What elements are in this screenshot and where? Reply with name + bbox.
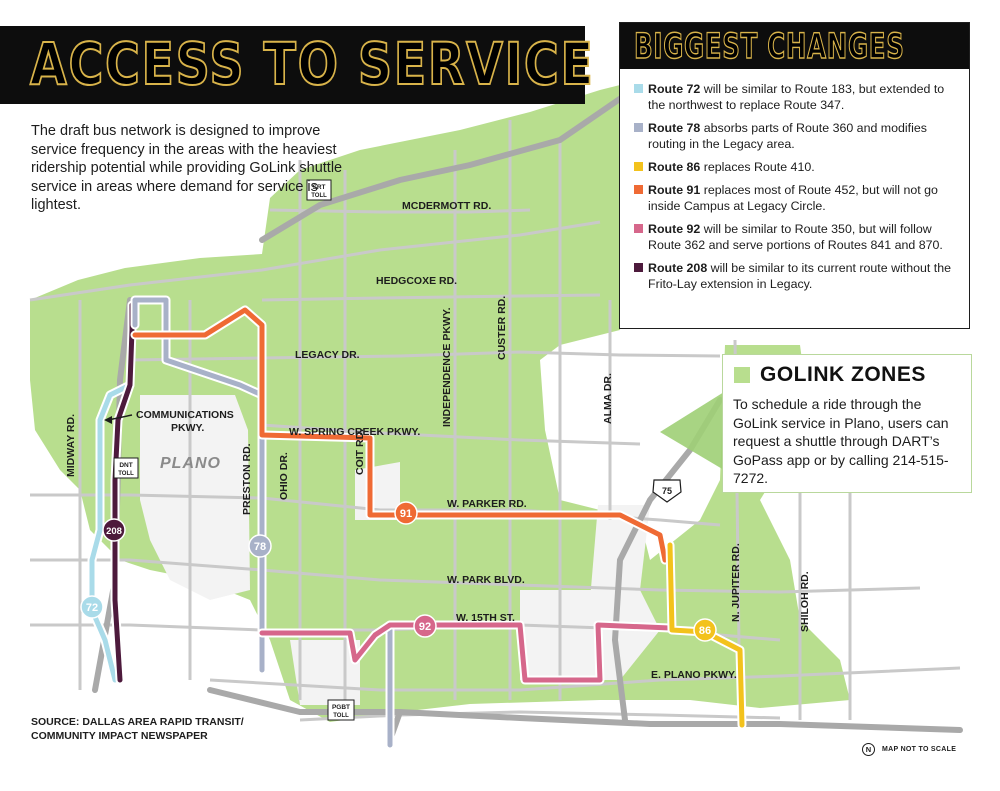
change-item-route-91: Route 91 replaces most of Route 452, but…	[634, 182, 959, 214]
source-credit: SOURCE: DALLAS AREA RAPID TRANSIT/ COMMU…	[31, 715, 244, 743]
change-item-route-72: Route 72 will be similar to Route 183, b…	[634, 81, 959, 113]
change-route-name: Route 92	[648, 222, 701, 236]
urban-core-area	[520, 590, 660, 680]
change-description: will be similar to its current route wit…	[648, 261, 951, 291]
route-92-line	[259, 622, 673, 683]
change-item-route-78: Route 78 absorbs parts of Route 360 and …	[634, 120, 959, 152]
change-item-route-92: Route 92 will be similar to Route 350, b…	[634, 221, 959, 253]
change-route-name: Route 86	[648, 160, 701, 174]
biggest-changes-panel: BIGGEST CHANGES Route 72 will be similar…	[619, 22, 970, 329]
intro-text: The draft bus network is designed to imp…	[31, 123, 343, 213]
label-mcdermott: MCDERMOTT RD.	[402, 200, 491, 212]
change-description: will be similar to Route 350, but will f…	[648, 222, 943, 252]
svg-text:75: 75	[662, 486, 672, 496]
label-coit: COIT RD.	[354, 429, 366, 475]
change-description: absorbs parts of Route 360 and modifies …	[648, 121, 927, 151]
route-208-line	[112, 302, 135, 683]
biggest-changes-header: BIGGEST CHANGES	[620, 23, 969, 69]
source-line: SOURCE: DALLAS AREA RAPID TRANSIT/	[31, 716, 244, 728]
changes-list: Route 72 will be similar to Route 183, b…	[634, 81, 959, 299]
change-description: will be similar to Route 183, but extend…	[648, 82, 945, 112]
route-badge-91: 91	[394, 501, 418, 525]
route-72-swatch	[634, 84, 643, 93]
route-208-swatch	[634, 263, 643, 272]
change-description: replaces most of Route 452, but will not…	[648, 183, 938, 213]
label-communications-1: COMMUNICATIONS	[136, 409, 234, 421]
scale-note: MAP NOT TO SCALE	[882, 746, 957, 753]
svg-text:TOLL: TOLL	[118, 471, 134, 477]
svg-text:DNT: DNT	[119, 462, 132, 469]
route-91-swatch	[634, 185, 643, 194]
north-arrow-icon: N	[862, 743, 875, 756]
svg-text:91: 91	[400, 508, 412, 520]
label-ohio: OHIO DR.	[278, 452, 290, 500]
page-title: ACCESS TO SERVICE	[29, 29, 595, 99]
label-shiloh: SHILOH RD.	[799, 571, 811, 632]
label-e-plano: E. PLANO PKWY.	[651, 669, 737, 681]
biggest-changes-title: BIGGEST CHANGES	[634, 26, 905, 67]
change-description: replaces Route 410.	[700, 160, 815, 174]
change-item-route-208: Route 208 will be similar to its current…	[634, 260, 959, 292]
label-spring-creek: W. SPRING CREEK PKWY.	[289, 426, 420, 438]
srt-toll-road	[259, 82, 643, 243]
label-preston: PRESTON RD.	[241, 443, 253, 515]
svg-text:86: 86	[699, 625, 711, 637]
label-midway: MIDWAY RD.	[65, 414, 77, 477]
svg-text:TOLL: TOLL	[333, 713, 349, 719]
svg-text:208: 208	[106, 526, 122, 537]
route-badge-72: 72	[80, 595, 104, 619]
route-badge-86: 86	[693, 618, 717, 642]
golink-description: To schedule a ride through the GoLink se…	[733, 396, 949, 486]
us-75-shield: 75	[652, 479, 682, 503]
label-15th: W. 15TH ST.	[456, 612, 515, 624]
title-banner: ACCESS TO SERVICE	[0, 26, 594, 104]
label-hedgcoxe: HEDGCOXE RD.	[376, 275, 457, 287]
route-78-swatch	[634, 123, 643, 132]
route-badge-78: 78	[248, 534, 272, 558]
golink-title: GOLINK ZONES	[760, 363, 926, 386]
route-91-line	[132, 307, 668, 563]
label-alma: ALMA DR.	[602, 373, 614, 424]
svg-text:92: 92	[419, 621, 431, 633]
label-park: W. PARK BLVD.	[447, 574, 525, 586]
city-label-plano: PLANO	[160, 455, 221, 472]
route-78-line	[132, 297, 393, 748]
route-86-swatch	[634, 162, 643, 171]
route-72-line	[89, 382, 133, 683]
label-custer: CUSTER RD.	[496, 296, 508, 360]
golink-swatch	[734, 367, 750, 383]
label-legacy: LEGACY DR.	[295, 349, 360, 361]
label-parker: W. PARKER RD.	[447, 498, 527, 510]
toll-shield-pgbt: PGBT TOLL	[327, 699, 355, 721]
svg-text:TOLL: TOLL	[311, 193, 327, 199]
label-jupiter: N. JUPITER RD.	[730, 543, 742, 622]
svg-text:SRT: SRT	[313, 184, 326, 191]
route-badge-208: 208	[102, 518, 126, 542]
toll-shield-dnt: DNT TOLL	[113, 457, 139, 479]
route-badge-92: 92	[413, 614, 437, 638]
source-line: COMMUNITY IMPACT NEWSPAPER	[31, 730, 208, 742]
change-route-name: Route 208	[648, 261, 708, 275]
route-92-swatch	[634, 224, 643, 233]
change-route-name: Route 91	[648, 183, 701, 197]
golink-pointer	[660, 392, 724, 470]
change-route-name: Route 78	[648, 121, 701, 135]
toll-shield-srt: SRT TOLL	[306, 179, 332, 201]
pgbt-toll-road	[207, 687, 963, 733]
label-independence: INDEPENDENCE PKWY.	[441, 307, 453, 427]
svg-text:78: 78	[254, 541, 266, 553]
golink-zones-panel: GOLINK ZONES To schedule a ride through …	[722, 354, 972, 493]
svg-text:72: 72	[86, 602, 98, 614]
label-communications-2: PKWY.	[171, 422, 204, 434]
change-route-name: Route 72	[648, 82, 701, 96]
change-item-route-86: Route 86 replaces Route 410.	[634, 159, 959, 175]
communications-arrowhead	[104, 416, 112, 424]
svg-text:PGBT: PGBT	[332, 704, 350, 711]
